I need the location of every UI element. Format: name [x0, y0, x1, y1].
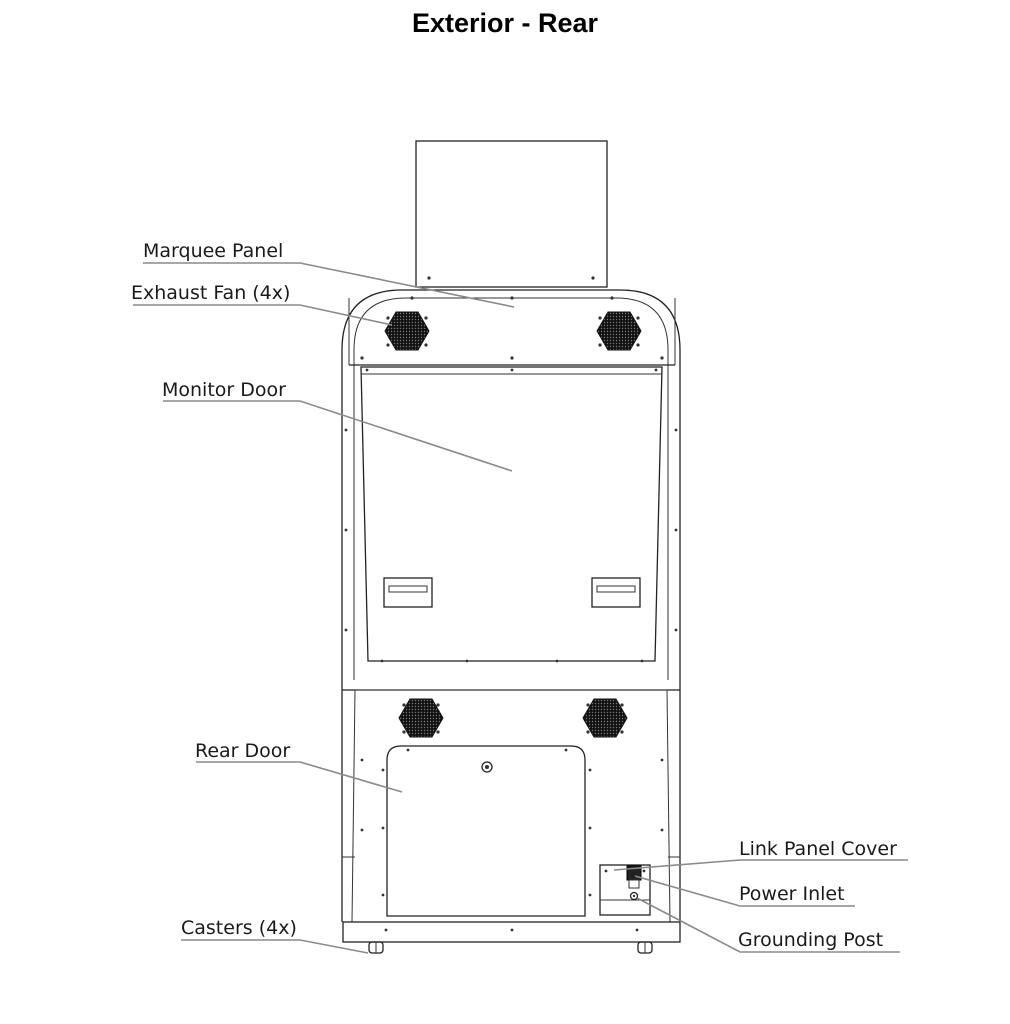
- marquee-panel: [415, 140, 608, 288]
- rear-door: [381, 745, 592, 917]
- leader-link-panel-cover: [613, 859, 908, 871]
- leader-monitor-door: [163, 400, 513, 472]
- page-title: Exterior - Rear: [411, 8, 599, 38]
- callout-monitor-door: Monitor Door: [162, 379, 286, 401]
- leader-exhaust-fan: [133, 304, 393, 326]
- callout-marquee-panel: Marquee Panel: [143, 240, 283, 262]
- monitor-door-handle-right: [591, 577, 641, 608]
- callout-power-inlet: Power Inlet: [739, 883, 845, 905]
- exhaust-fan-bottom-left: [398, 698, 444, 738]
- callout-leaders: [133, 262, 908, 954]
- leader-rear-door: [196, 761, 403, 793]
- callout-casters: Casters (4x): [181, 917, 297, 939]
- cabinet-upper-body: [341, 289, 681, 690]
- exhaust-fan-top-right: [596, 311, 642, 351]
- exhaust-fan-top-left: [384, 311, 430, 351]
- caster-left: [368, 941, 384, 954]
- link-panel-cover: [599, 864, 651, 916]
- grounding-post: [629, 891, 639, 901]
- leader-power-inlet: [634, 875, 855, 907]
- monitor-door: [360, 366, 663, 663]
- caster-right: [637, 941, 653, 954]
- callout-rear-door: Rear Door: [195, 740, 290, 762]
- cabinet-lower-body: [341, 689, 681, 943]
- callout-link-panel-cover: Link Panel Cover: [739, 838, 897, 860]
- monitor-door-handle-left: [383, 577, 433, 608]
- leader-grounding-post: [636, 897, 900, 953]
- leader-marquee-panel: [143, 262, 515, 308]
- callout-grounding-post: Grounding Post: [738, 929, 883, 951]
- exhaust-fan-bottom-right: [582, 698, 628, 738]
- leader-casters: [181, 939, 369, 954]
- callout-exhaust-fan: Exhaust Fan (4x): [131, 282, 290, 304]
